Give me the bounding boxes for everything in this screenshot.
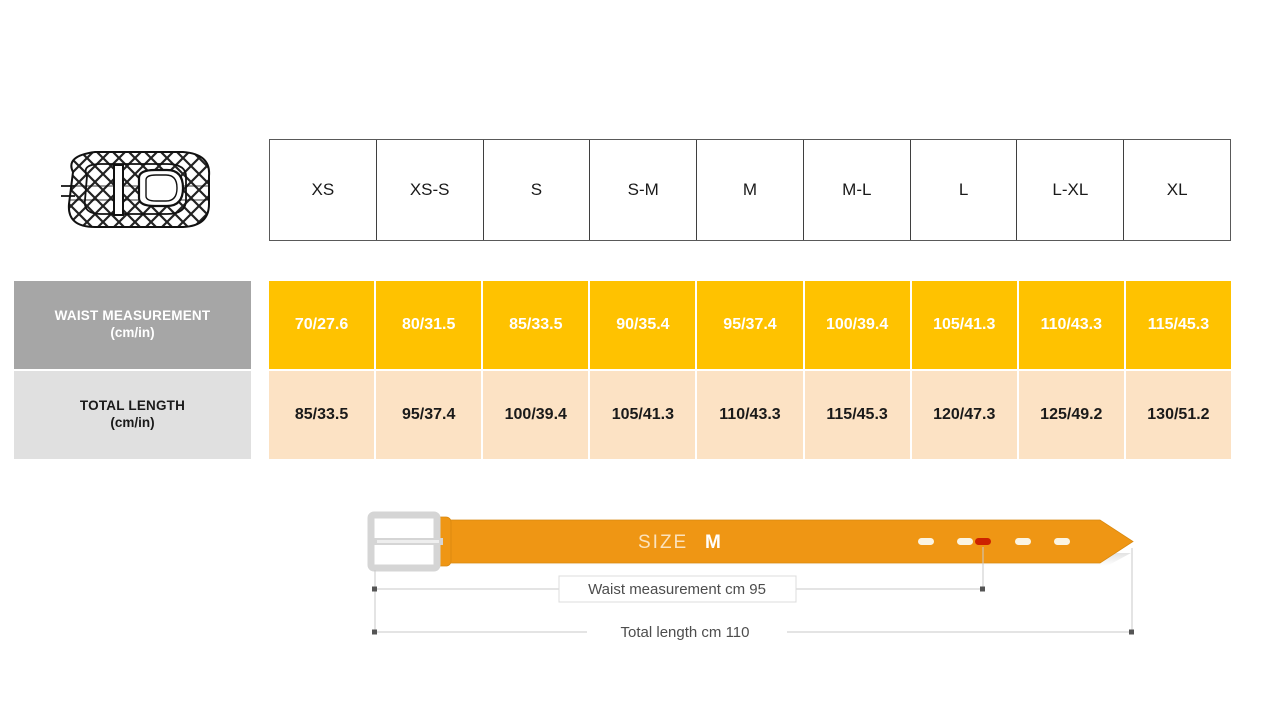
waist-value-cell: 70/27.6 (269, 281, 377, 369)
waist-value-cell: 85/33.5 (483, 281, 591, 369)
size-prefix-label: SIZE (638, 532, 688, 553)
waist-label-line1: WAIST MEASUREMENT (54, 308, 211, 324)
size-header-cell: M-L (804, 140, 911, 240)
belt-buckle-icon (367, 511, 443, 572)
length-label-line1: TOTAL LENGTH (79, 398, 186, 414)
size-header-cell: M (697, 140, 804, 240)
length-value-cell: 130/51.2 (1125, 371, 1231, 459)
waist-dimension-line: Waist measurement cm 95 (372, 575, 985, 603)
size-header-cell: S (484, 140, 591, 240)
belt-hole-highlighted[interactable] (975, 538, 991, 545)
size-value-label: M (705, 532, 721, 553)
waist-measurement-values-row: 70/27.6 80/31.5 85/33.5 90/35.4 95/37.4 … (269, 281, 1231, 369)
length-value-cell: 105/41.3 (590, 371, 698, 459)
total-length-dimension-line: Total length cm 110 (372, 620, 1134, 644)
braided-belt-icon (55, 142, 220, 237)
total-length-row-label: TOTAL LENGTH (cm/in) (14, 371, 251, 459)
size-header-cell: S-M (590, 140, 698, 240)
belt-holes (918, 538, 1070, 545)
dimension-extension-lines (374, 547, 1133, 633)
size-header-cell: XL (1166, 180, 1188, 199)
length-label-line2: (cm/in) (110, 415, 155, 430)
total-dimension-label: Total length cm 110 (621, 624, 750, 641)
waist-value-cell: 115/45.3 (1125, 281, 1231, 369)
waist-measurement-row-label: WAIST MEASUREMENT (cm/in) (14, 281, 251, 369)
length-value-cell: 115/45.3 (804, 371, 912, 459)
size-header-table: XS XS-S S S-M M M-L L L-XL XL (269, 139, 1231, 241)
size-header-cell: XS (270, 140, 377, 240)
waist-value-cell: 80/31.5 (376, 281, 484, 369)
total-length-values-row: 85/33.5 95/37.4 100/39.4 105/41.3 110/43… (269, 371, 1231, 459)
length-value-cell: 100/39.4 (483, 371, 591, 459)
length-value-cell: 95/37.4 (376, 371, 484, 459)
size-header-cell: L (911, 140, 1018, 240)
belt-hole[interactable] (918, 538, 934, 545)
waist-value-cell: 110/43.3 (1018, 281, 1126, 369)
length-value-cell: 120/47.3 (911, 371, 1019, 459)
length-value-cell: 85/33.5 (269, 371, 377, 459)
length-value-cell: 125/49.2 (1018, 371, 1126, 459)
size-header-cell: XS-S (377, 140, 484, 240)
belt-hole[interactable] (1054, 538, 1070, 545)
waist-dimension-label: Waist measurement cm 95 (588, 581, 766, 598)
waist-value-cell: 90/35.4 (590, 281, 698, 369)
belt-measurement-diagram: SIZE M Waist measurement cm 95 (355, 500, 1155, 650)
waist-value-cell: 100/39.4 (804, 281, 912, 369)
waist-value-cell: 95/37.4 (697, 281, 805, 369)
waist-value-cell: 105/41.3 (911, 281, 1019, 369)
belt-hole[interactable] (957, 538, 973, 545)
belt-hole[interactable] (1015, 538, 1031, 545)
length-value-cell: 110/43.3 (697, 371, 805, 459)
waist-label-line2: (cm/in) (110, 325, 155, 340)
size-header-cell: L-XL (1017, 140, 1125, 240)
